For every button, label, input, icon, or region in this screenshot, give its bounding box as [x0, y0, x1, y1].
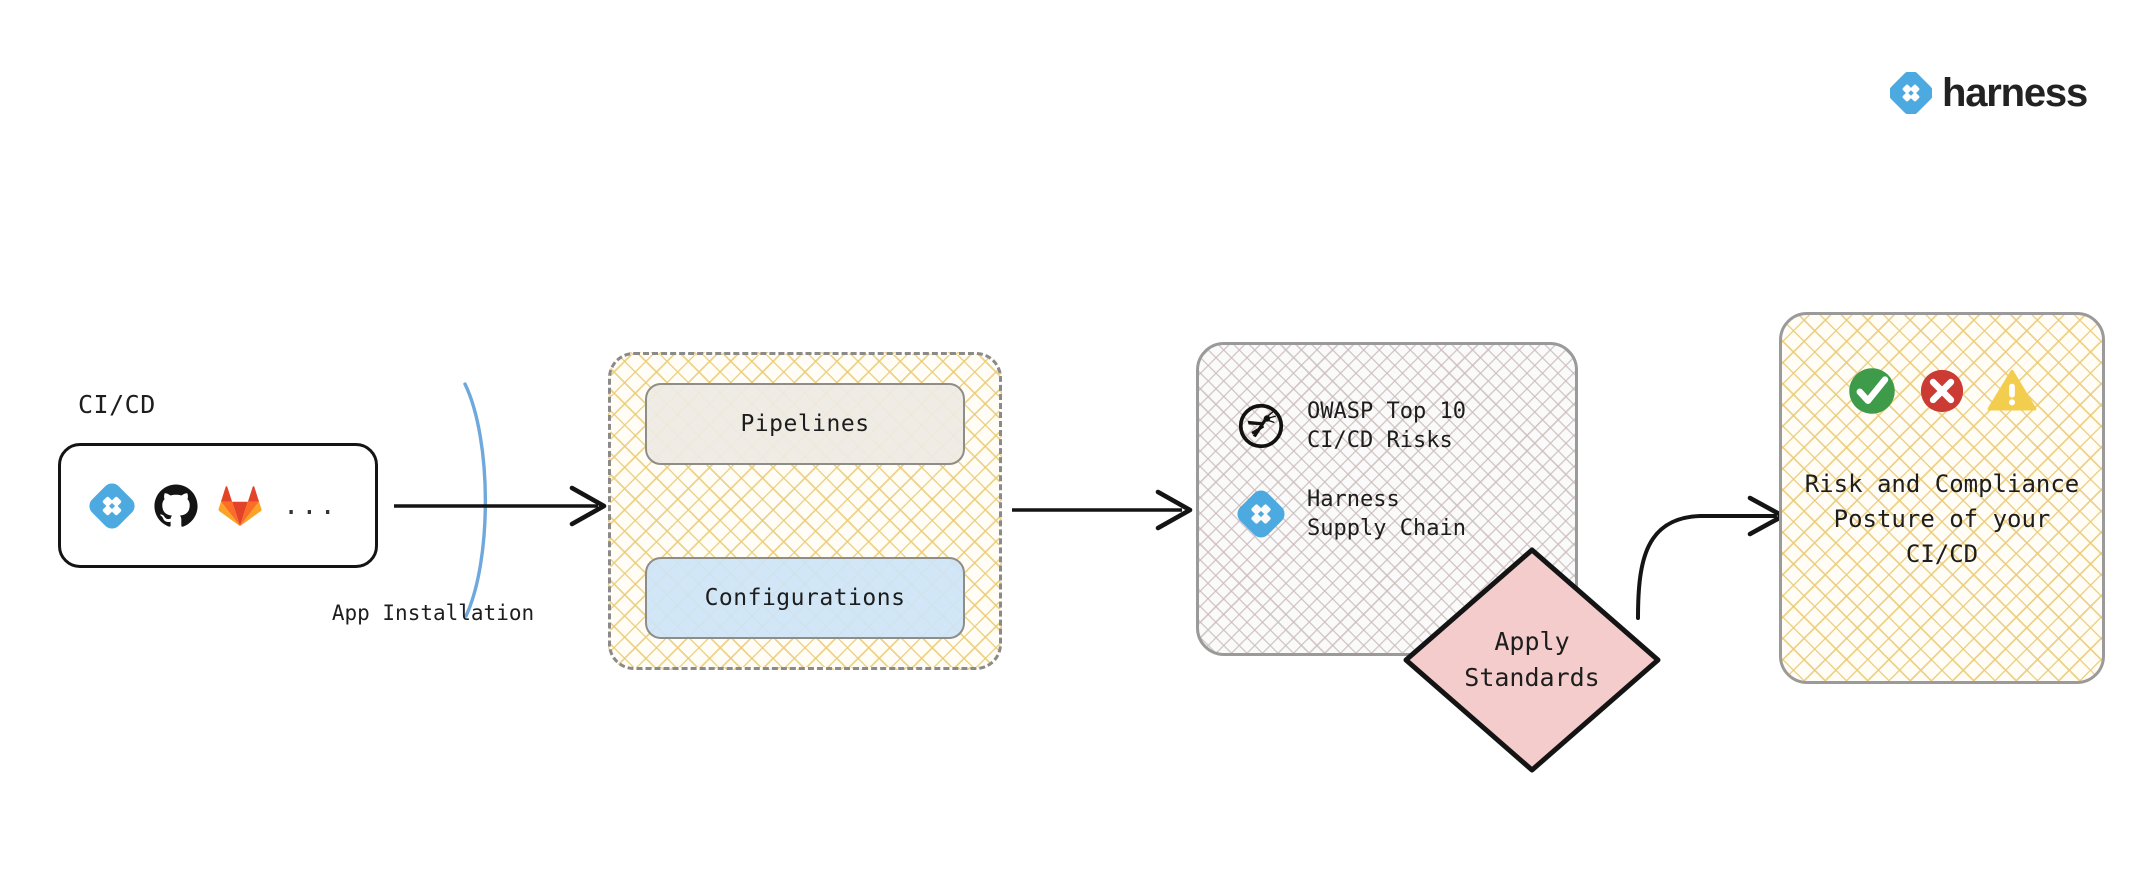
harness-brand-logo: harness — [1890, 71, 2088, 115]
more-tools-ellipsis: ... — [283, 490, 338, 521]
owasp-wasp-icon — [1238, 403, 1284, 449]
pipelines-configurations-group: Pipelines Configurations — [608, 352, 1002, 670]
app-installation-boundary-curve — [463, 382, 488, 618]
status-icon-row — [1782, 365, 2102, 417]
apply-standards-diamond-shape — [1403, 547, 1661, 773]
standards-item-owasp-label: OWASP Top 10 CI/CD Risks — [1307, 399, 1466, 453]
app-installation-label: App Installation — [331, 601, 535, 625]
error-circle-icon — [1920, 369, 1964, 413]
arrow-cicd-to-pipelines — [394, 485, 607, 527]
warning-triangle-icon — [1987, 369, 2037, 411]
arrow-pipelines-to-standards — [1012, 489, 1193, 531]
cicd-label: CI/CD — [78, 390, 156, 419]
check-circle-icon — [1849, 368, 1895, 414]
standards-item-owasp: OWASP Top 10 CI/CD Risks — [1237, 397, 1575, 455]
harness-logo-icon — [1890, 72, 1932, 114]
outcome-box: Risk and Compliance Posture of your CI/C… — [1779, 312, 2105, 684]
github-icon[interactable] — [153, 483, 199, 529]
harness-icon — [1237, 490, 1285, 538]
outcome-label: Risk and Compliance Posture of your CI/C… — [1804, 470, 2080, 568]
cicd-tools-box: ... — [58, 443, 378, 568]
standards-box: OWASP Top 10 CI/CD Risks Harness Supply … — [1196, 342, 1578, 656]
harness-icon[interactable] — [89, 482, 135, 529]
gitlab-icon[interactable] — [217, 483, 263, 529]
harness-wordmark: harness — [1942, 71, 2088, 115]
standards-item-harness: Harness Supply Chain — [1237, 485, 1575, 543]
configurations-card[interactable]: Configurations — [645, 557, 965, 639]
standards-item-harness-label: Harness Supply Chain — [1307, 487, 1466, 541]
pipelines-card[interactable]: Pipelines — [645, 383, 965, 465]
